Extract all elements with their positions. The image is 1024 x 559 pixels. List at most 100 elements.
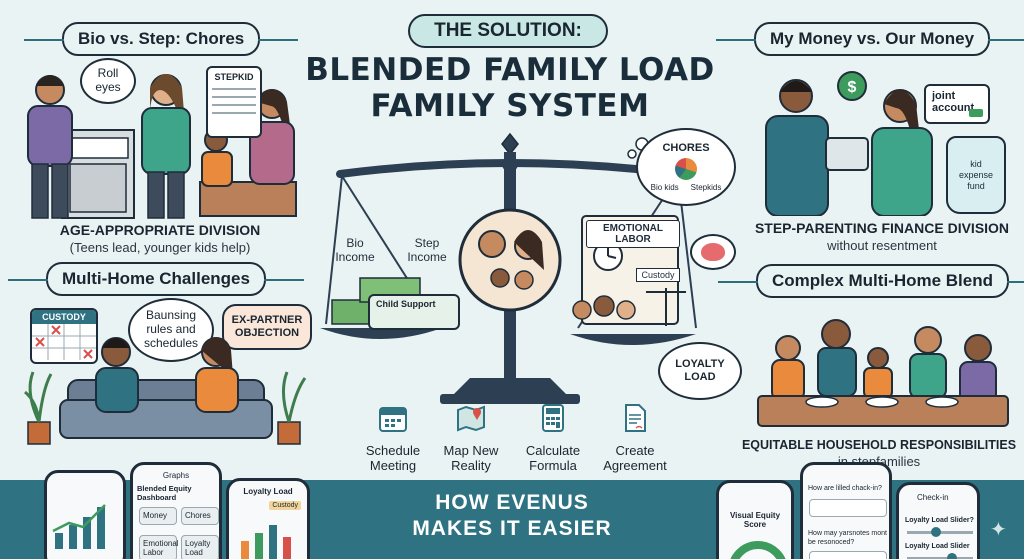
banner-heading: HOW EVENUS MAKES IT EASIER (380, 490, 644, 542)
kid-expense-jar: kid expense fund (946, 136, 1006, 214)
chores-pie-icon (675, 157, 697, 180)
phone-growth-chart (44, 470, 126, 559)
step-calculate-formula[interactable]: Calculate Formula (508, 402, 598, 473)
ex-partner-text: EX-PARTNER OBJECTION (231, 314, 303, 339)
step-map-reality[interactable]: Map New Reality (426, 402, 516, 473)
rules-bubble: Baunsing rules and schedules (128, 298, 214, 362)
chores-bubble-title: CHORES (662, 142, 710, 155)
loyalty-bar-chart (241, 525, 291, 559)
chores-thought-bubble: CHORES Bio kids Stepkids (636, 128, 736, 206)
rules-bubble-text: Baunsing rules and schedules (143, 308, 199, 350)
tile-loyalty-load[interactable]: Loyalty Load (181, 535, 219, 559)
jar-label: kid expense fund (958, 158, 994, 191)
finance-sub: without resentment (827, 238, 937, 253)
slider-2-thumb[interactable] (947, 553, 957, 559)
slider-1-label: Loyalty Load Slider? (905, 517, 974, 524)
emotional-labor-label: EMOTIONAL LABOR (586, 220, 680, 248)
phone-graphs-title: Graphs (162, 471, 190, 480)
loyalty-slider-2[interactable] (907, 553, 973, 559)
checklist-lines (212, 88, 256, 114)
step-label: Calculate Formula (525, 443, 581, 473)
checkin-q1: How are lilled chack-in? (808, 485, 882, 492)
calendar-grid (32, 324, 96, 360)
child-support-label: Child Support (376, 299, 436, 309)
step-label: Map New Reality (443, 443, 499, 473)
age-division-title: AGE-APPROPRIATE DIVISION (59, 222, 261, 238)
checkin-q2-input[interactable] (809, 551, 887, 559)
chores-kid-labels: Bio kids Stepkids (651, 183, 722, 192)
checkin-title: Check-in (917, 493, 949, 502)
loyalty-bubble-text: LOYALTY LOAD (675, 358, 725, 383)
custody-calendar: CUSTODY (30, 308, 98, 364)
chores-bio-label: Bio kids (650, 182, 679, 192)
age-division-caption: AGE-APPROPRIATE DIVISION (Teens lead, yo… (10, 222, 310, 255)
multi-home-label: Multi-Home Challenges (62, 269, 250, 288)
phone-equity-dashboard: Graphs Blended Equity Dashboard Money Ch… (130, 462, 222, 559)
blend-label: Complex Multi-Home Blend (772, 271, 994, 290)
couch-discussion-illustration (23, 337, 307, 445)
kicker-text: THE SOLUTION: (434, 20, 582, 41)
step-label: Create Agreement (603, 443, 667, 473)
bio-income-label: Bio Income (335, 236, 375, 264)
bio-vs-step-pill: Bio vs. Step: Chores (23, 22, 299, 56)
brain-icon (690, 234, 736, 270)
step-label: Schedule Meeting (365, 443, 421, 473)
phone-equity-score: Visual Equity Score (716, 480, 794, 559)
bio-vs-step-label: Bio vs. Step: Chores (78, 29, 245, 48)
step-income-label: Step Income (407, 236, 447, 264)
page-title: BLENDED FAMILY LOAD FAMILY SYSTEM (270, 52, 750, 124)
custody-label: CUSTODY (32, 310, 96, 324)
money-label: My Money vs. Our Money (770, 29, 975, 48)
money-pill: My Money vs. Our Money (715, 22, 1024, 56)
step-schedule-meeting[interactable]: Schedule Meeting (348, 402, 438, 473)
phone-check-in-questions: How are lilled chack-in? How may yarsnot… (800, 462, 892, 559)
checkin-q1-input[interactable] (809, 499, 887, 517)
kicker-badge: THE SOLUTION: (408, 14, 608, 48)
title-line-1: BLENDED FAMILY LOAD (305, 52, 715, 88)
loyalty-slider-1[interactable] (907, 527, 973, 537)
tile-money[interactable]: Money (139, 507, 177, 525)
stepkid-label: STEPKID (214, 72, 254, 82)
dashboard-heading: Blended Equity Dashboard (137, 484, 192, 502)
growth-chart-icon (52, 504, 106, 549)
loyalty-thought-bubble: LOYALTY LOAD (658, 342, 742, 400)
joint-account-label: joint account (932, 90, 975, 114)
title-line-2: FAMILY SYSTEM (370, 88, 650, 124)
banner-line-1: HOW EVENUS (435, 491, 589, 514)
age-division-sub: (Teens lead, younger kids help) (69, 240, 251, 255)
ex-partner-bubble: EX-PARTNER OBJECTION (222, 304, 312, 350)
tile-emotional-labor[interactable]: Emotional Labor (139, 535, 179, 559)
loyalty-custody-tag: Custody (269, 501, 301, 510)
tile-chores[interactable]: Chores (181, 507, 219, 525)
custody-tag: Custody (636, 268, 680, 282)
map-icon (457, 405, 485, 432)
slider-2-label: Loyalty Load Slider (905, 543, 970, 550)
roll-eyes-bubble: Roll eyes (80, 58, 136, 104)
finance-title: STEP-PARENTING FINANCE DIVISION (754, 220, 1010, 236)
svg-text:$: $ (848, 79, 857, 96)
step-create-agreement[interactable]: Create Agreement (590, 402, 680, 473)
household-title: EQUITABLE HOUSEHOLD RESPONSIBILITIES (741, 438, 1017, 452)
blend-pill: Complex Multi-Home Blend (717, 264, 1024, 298)
phone-loyalty-load: Loyalty Load Custody (226, 478, 310, 559)
calculator-icon (542, 404, 564, 432)
chores-family-illustration (27, 74, 297, 219)
account-toggle (969, 109, 983, 117)
joint-account-card: joint account (924, 84, 990, 124)
slider-1-thumb[interactable] (931, 527, 941, 537)
banner-line-2: MAKES IT EASIER (412, 517, 612, 540)
document-icon (625, 404, 646, 432)
loyalty-phone-title: Loyalty Load (243, 487, 293, 496)
equity-score-title: Visual Equity Score (729, 511, 781, 529)
calendar-icon (379, 407, 407, 432)
phone-check-in-sliders: Check-in Loyalty Load Slider? Loyalty Lo… (896, 482, 980, 559)
multi-home-pill: Multi-Home Challenges (8, 262, 304, 296)
sparkle-icon: ✦ (990, 519, 1007, 541)
stepkid-checklist: STEPKID (206, 66, 262, 138)
roll-eyes-text: Roll eyes (95, 66, 121, 94)
finance-couple-illustration: $ (765, 71, 933, 216)
checkin-q2: How may yarsnotes mont be resonoced? (808, 530, 887, 546)
gauge-icon (730, 541, 786, 559)
chores-step-label: Stepkids (690, 182, 722, 192)
family-dinner-illustration (757, 319, 1009, 427)
